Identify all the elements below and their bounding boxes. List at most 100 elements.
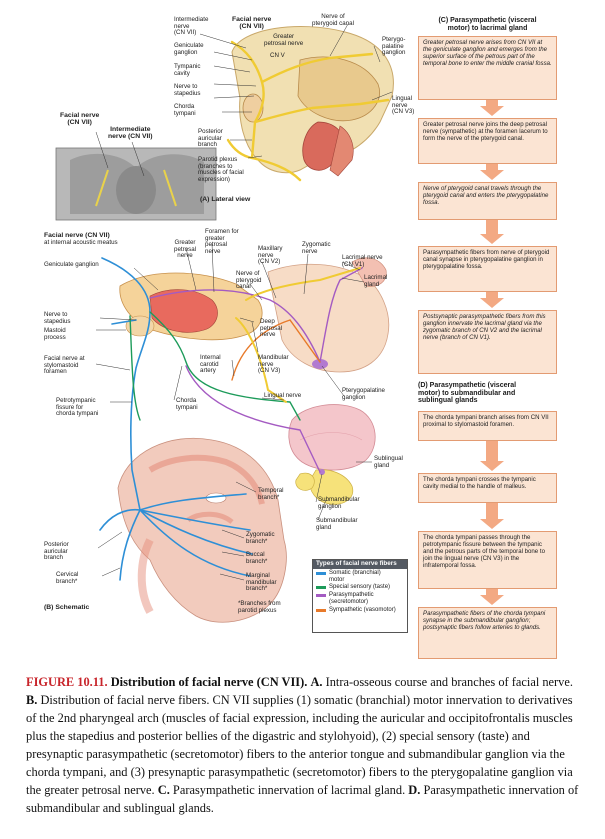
label-lacrimal-gland: Lacrimal gland: [364, 274, 388, 288]
caption-d-label: D.: [408, 783, 421, 797]
fiber-types-legend: Types of facial nerve fibers Somatic (br…: [312, 559, 408, 633]
flow-arrow: [480, 106, 504, 116]
label-deep-petrosal: Deep petrosal nerve: [260, 318, 283, 339]
label-greater-petrosal-a: Greater petrosal nerve: [264, 33, 304, 47]
flow-arrow-stem: [486, 100, 498, 106]
panel-c-step-2: Greater petrosal nerve joins the deep pe…: [418, 118, 557, 164]
label-sublingual-gland: Sublingual gland: [374, 455, 403, 469]
label-facial-nerve-iam: Facial nerve (CN VII): [44, 232, 110, 239]
caption-b-text: Distribution of facial nerve fibers. CN …: [26, 693, 573, 797]
label-internal-carotid: Internal carotid artery: [200, 354, 221, 375]
flow-arrow-stem: [486, 441, 498, 461]
label-petrotympanic-fissure: Petrotympanic fissure for chorda tympani: [56, 397, 99, 418]
label-chorda-tympani-b: Chorda tympani: [176, 397, 198, 411]
label-branches-note: *Branches from parotid plexus: [238, 600, 281, 614]
panel-d-step-4: Parasympathetic fibers of the chorda tym…: [418, 607, 557, 659]
label-zygomatic-branch: Zygomatic branch*: [246, 531, 275, 545]
flow-arrow-stem: [486, 292, 498, 298]
panel-d-step-1: The chorda tympani branch arises from CN…: [418, 411, 557, 441]
label-zygomatic-nerve: Zygomatic nerve: [302, 241, 331, 255]
panel-a-title: (A) Lateral view: [200, 196, 251, 203]
label-lacrimal-nerve: Lacrimal nerve (CN V1): [342, 254, 383, 268]
flow-arrow-stem: [486, 589, 498, 595]
sympathetic-fibers: [231, 319, 321, 381]
panel-d-heading: (D) Parasympathetic (visceral motor) to …: [418, 382, 517, 405]
label-nerve-pterygoid-canal-a: Nerve of pterygoid canal: [312, 13, 354, 27]
legend-item: Parasympathetic (secretomotor): [313, 592, 407, 606]
label-intermediate-nerve-left: Intermediate nerve (CN VII): [108, 126, 153, 141]
panel-c-step-5: Postsynaptic parasympathetic fibers from…: [418, 310, 557, 374]
caption-c-label: C.: [157, 783, 170, 797]
head-muscles-illustration: [117, 437, 287, 623]
label-geniculate-ganglion-a: Geniculate ganglion: [174, 42, 204, 56]
legend-title: Types of facial nerve fibers: [313, 560, 407, 569]
legend-swatch-taste: [316, 586, 326, 590]
facial-nerve-course-a: [226, 40, 390, 182]
taste-fibers: [129, 311, 301, 421]
label-tympanic-cavity: Tympanic cavity: [174, 63, 201, 77]
caption-figure-label: FIGURE 10.11.: [26, 675, 108, 689]
panel-c-heading: (C) Parasympathetic (visceral motor) to …: [438, 17, 537, 32]
caption-b-label: B.: [26, 693, 38, 707]
label-maxillary-nerve: Maxillary nerve (CN V2): [258, 245, 283, 266]
flow-arrow: [480, 170, 504, 180]
label-parotid-plexus: Parotid plexus (branches to muscles of f…: [198, 156, 244, 183]
skull-lateral-illustration: [231, 26, 394, 177]
label-intermediate-nerve: Intermediate nerve (CN VII): [174, 16, 209, 37]
flow-arrow: [480, 234, 504, 244]
caption-a-label: A.: [310, 675, 323, 689]
leader-lines-a: [95, 23, 393, 177]
flow-arrow-stem: [486, 164, 498, 170]
label-facial-nerve-iam-sub: at internal acoustic meatus: [44, 239, 118, 246]
label-greater-petrosal-b: Greater petrosal nerve: [174, 239, 197, 260]
somatic-motor-fibers: [99, 257, 253, 581]
label-geniculate-ganglion-b: Geniculate ganglion: [44, 261, 99, 268]
brainstem-inset-image: [55, 147, 217, 221]
mandibular-nerve-trunk: [235, 267, 361, 403]
label-posterior-auricular-b: Posterior auricular branch: [44, 541, 69, 562]
panel-d-step-2: The chorda tympani crosses the tympanic …: [418, 473, 557, 503]
label-mastoid-process: Mastoid process: [44, 327, 66, 341]
flow-arrow: [480, 519, 504, 529]
legend-item: Special sensory (taste): [313, 584, 407, 591]
label-nerve-to-stapedius-b: Nerve to stapedius: [44, 311, 71, 325]
flow-arrow: [480, 298, 504, 308]
legend-swatch-parasympathetic: [316, 594, 326, 598]
label-posterior-auricular-a: Posterior auricular branch: [198, 128, 223, 149]
panel-c-step-4: Parasympathetic fibers from nerve of pte…: [418, 246, 557, 292]
legend-item: Sympathetic (vasomotor): [313, 607, 407, 614]
legend-swatch-somatic: [316, 571, 326, 575]
legend-label: Special sensory (taste): [329, 584, 391, 591]
label-lingual-nerve-a: Lingual nerve (CN V3): [392, 95, 415, 116]
caption-a-text: Intra-osseous course and branches of fac…: [325, 675, 573, 689]
panel-b-title: (B) Schematic: [44, 604, 90, 611]
legend-item: Somatic (branchial) motor: [313, 570, 407, 584]
label-facial-nerve-left: Facial nerve (CN VII): [60, 112, 100, 127]
label-foramen-greater-petrosal: Foramen for greater petrosal nerve: [205, 228, 239, 255]
flow-arrow-stem: [486, 503, 498, 519]
label-marginal-mandibular: Marginal mandibular branch*: [246, 572, 277, 593]
label-lingual-nerve-b: Lingual nerve: [264, 392, 302, 399]
label-pterygopalatine-ganglion-a: Pterygo- palatine ganglion: [382, 36, 406, 57]
label-mandibular-nerve: Mandibular nerve (CN V3): [258, 354, 289, 375]
parasympathetic-fibers: [149, 267, 363, 473]
label-temporal-branch: Temporal branch*: [258, 487, 284, 501]
label-facial-nerve-top: Facial nerve (CN VII): [232, 16, 272, 31]
leader-lines-b: [95, 243, 372, 581]
flow-arrow: [480, 595, 504, 605]
caption-title: Distribution of facial nerve (CN VII).: [110, 675, 308, 689]
legend-label: Parasympathetic (secretomotor): [329, 592, 374, 605]
flow-arrow-stem: [486, 220, 498, 234]
legend-label: Sympathetic (vasomotor): [329, 606, 396, 613]
label-submandibular-gland: Submandibular gland: [316, 517, 358, 531]
label-nerve-to-stapedius-a: Nerve to stapedius: [174, 83, 201, 97]
figure-caption: FIGURE 10.11. Distribution of facial ner…: [26, 673, 581, 817]
label-facial-nerve-stylomastoid: Facial nerve at stylomastoid foramen: [44, 355, 85, 376]
figure-artwork: [55, 23, 394, 623]
label-buccal-branch: Buccal branch*: [246, 551, 268, 565]
flow-arrow: [480, 461, 504, 471]
panel-c-step-1: Greater petrosal nerve arises from CN VI…: [418, 36, 557, 100]
legend-label: Somatic (branchial) motor: [329, 569, 381, 583]
label-cn-v: CN V: [270, 52, 285, 59]
panel-c-step-3: Nerve of pterygoid canal travels through…: [418, 182, 557, 220]
